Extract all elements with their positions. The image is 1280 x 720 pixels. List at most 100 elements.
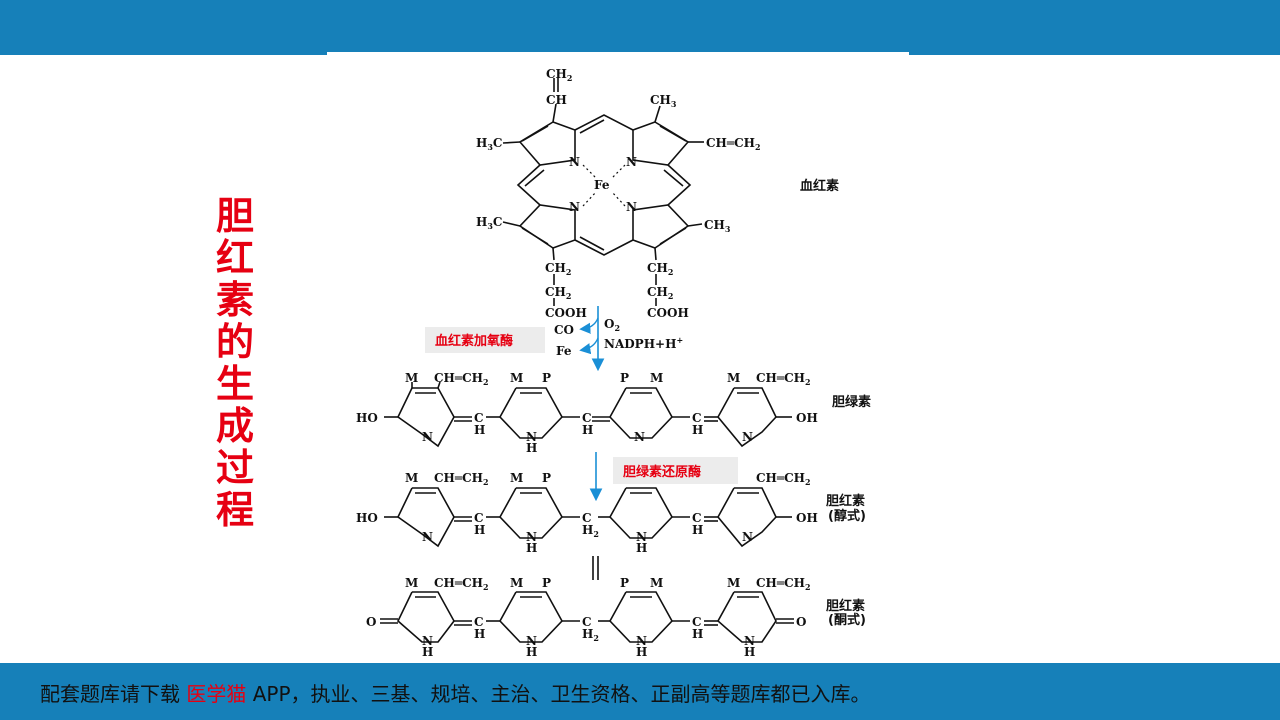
br2-m-4: M [727, 576, 740, 590]
br1-m-2: M [510, 471, 523, 485]
label-enol-form: (醇式) [828, 508, 866, 524]
biliverdin-labels: M CH═CH2 M P P M M CH═CH2 HO N C H N H C… [356, 371, 871, 455]
enzyme-box-2 [613, 457, 738, 484]
bv-h-2: H [582, 423, 593, 437]
br2-nh-n-2: N [526, 634, 537, 648]
bilirubin-keto-labels: M CH═CH2 M P P M M CH═CH2 O N H C H N H … [366, 576, 866, 659]
bv-nh-n: N [526, 430, 537, 444]
bv-oh: OH [796, 411, 818, 425]
br2-nh-h-2: H [526, 645, 537, 659]
br1-nh-h-1: H [526, 541, 537, 555]
br2-nh-h-4: H [744, 645, 755, 659]
br1-c-1: C [474, 511, 484, 525]
reaction-biliverdin-reductase: 胆绿素还原酶 [589, 452, 738, 502]
label-bilirubin-enol: 胆红素 [826, 493, 865, 509]
tautomer-equal-sign [592, 556, 599, 580]
bv-m-3: M [650, 371, 663, 385]
br1-m-1: M [405, 471, 418, 485]
heme-vinyl-right: CH═CH2 [706, 136, 761, 152]
br1-vinyl-2: CH═CH2 [756, 471, 811, 487]
heme-n-1: N [569, 155, 580, 169]
heme-h3c-bottom: H3C [476, 215, 502, 231]
heme-ch2-left-1: CH2 [545, 261, 571, 277]
reaction-heme-oxygenase: CO Fe O2 NADPH+H+ 血红素加氧酶 [425, 306, 683, 372]
br2-o-right: O [796, 615, 806, 629]
heme-ch3-top: CH3 [650, 93, 677, 109]
br1-vinyl-1: CH═CH2 [434, 471, 489, 487]
heme-n-4: N [626, 200, 637, 214]
br1-n-2: N [742, 530, 753, 544]
bv-n-2: N [634, 430, 645, 444]
bv-vinyl-2: CH═CH2 [756, 371, 811, 387]
br1-c-2: C [582, 511, 592, 525]
br1-n-1: N [422, 530, 433, 544]
br2-nh-n-3: N [636, 634, 647, 648]
footer-notice: 配套题库请下载 医学猫 APP，执业、三基、规培、主治、卫生资格、正副高等题库都… [40, 678, 871, 707]
bv-n-3: N [742, 430, 753, 444]
reagent-nadph: NADPH+H+ [604, 335, 683, 351]
br2-c-1: C [474, 615, 484, 629]
br2-vinyl-1: CH═CH2 [434, 576, 489, 592]
bv-m-1: M [405, 371, 418, 385]
bv-m-4: M [727, 371, 740, 385]
heme-ch3-right: CH3 [704, 218, 731, 234]
br2-m-1: M [405, 576, 418, 590]
br2-nh-n-4: N [744, 634, 755, 648]
enzyme-biliverdin-reductase: 胆绿素还原酶 [623, 464, 701, 480]
product-co: CO [554, 323, 574, 337]
br2-h-1: H [474, 627, 485, 641]
heme-n-3: N [569, 200, 580, 214]
label-bilirubin-keto: 胆红素 [826, 598, 865, 614]
br1-nh-n-1: N [526, 530, 537, 544]
side-title: 胆红素的生成过程 [215, 194, 254, 532]
label-keto-form: (酮式) [828, 612, 866, 628]
br2-c-2: C [582, 615, 592, 629]
bv-p-2: P [620, 371, 629, 385]
bilirubin-enol-structure [384, 487, 792, 548]
br2-p-1: P [542, 576, 551, 590]
biliverdin-structure [384, 381, 792, 448]
arrow-fe-out [579, 337, 599, 355]
heme-n-2: N [626, 155, 637, 169]
br2-nh-h-3: H [636, 645, 647, 659]
heme-ch-top: CH [546, 93, 567, 107]
br2-nh-h-1: H [422, 645, 433, 659]
br2-c-3: C [692, 615, 702, 629]
bv-c-2: C [582, 411, 592, 425]
br1-ho: HO [356, 511, 378, 525]
br2-vinyl-2: CH═CH2 [756, 576, 811, 592]
br1-p-1: P [542, 471, 551, 485]
footer-bar [0, 663, 1280, 720]
heme-ch2-top: CH2 [546, 67, 572, 83]
footer-prefix: 配套题库请下载 [40, 682, 187, 706]
reagent-o2: O2 [604, 317, 620, 333]
enzyme-heme-oxygenase: 血红素加氧酶 [435, 333, 513, 349]
label-biliverdin: 胆绿素 [832, 394, 871, 410]
br2-h2: H2 [582, 627, 599, 643]
heme-ch2-right-1: CH2 [647, 261, 673, 277]
heme-cooh-right: COOH [647, 306, 689, 320]
footer-brand-link[interactable]: 医学猫 [186, 682, 247, 706]
heme-cooh-left: COOH [545, 306, 587, 320]
heme-fe: Fe [594, 178, 610, 192]
header-bar [0, 0, 1280, 55]
bv-ho: HO [356, 411, 378, 425]
footer-suffix: APP，执业、三基、规培、主治、卫生资格、正副高等题库都已入库。 [246, 682, 871, 706]
bv-n-1: N [422, 430, 433, 444]
heme-labels: CH2 CH CH3 H3C CH═CH2 N N N N Fe H3C CH3… [476, 67, 839, 320]
header-divider [327, 52, 909, 56]
bilirubin-enol-labels: M CH═CH2 M P CH═CH2 HO N C H N H C H2 N … [356, 471, 866, 555]
heme-ch2-right-2: CH2 [647, 285, 673, 301]
br2-h-3: H [692, 627, 703, 641]
br1-h-3: H [692, 523, 703, 537]
heme-h3c-top: H3C [476, 136, 502, 152]
br2-m-3: M [650, 576, 663, 590]
heme-ch2-left-2: CH2 [545, 285, 571, 301]
enzyme-box-1 [425, 327, 545, 353]
br1-nh-n-2: N [636, 530, 647, 544]
bv-vinyl-1: CH═CH2 [434, 371, 489, 387]
bv-m-2: M [510, 371, 523, 385]
heme-structure [502, 78, 704, 306]
label-heme: 血红素 [800, 178, 839, 194]
